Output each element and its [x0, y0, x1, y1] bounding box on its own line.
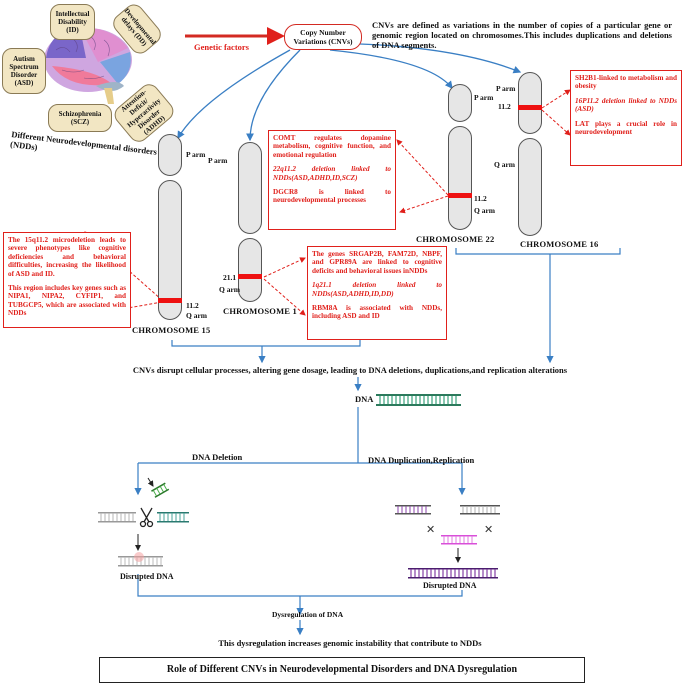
chromosome-15-q-arm — [158, 180, 182, 320]
c22-label: CHROMOSOME 22 — [416, 234, 495, 244]
chromosome-16-band — [518, 105, 542, 110]
c16-label: CHROMOSOME 16 — [520, 239, 599, 249]
cross-icon-2: ✕ — [484, 523, 493, 536]
instability-statement: This dysregulation increases genomic ins… — [218, 638, 482, 648]
duplication-label: DNA Duplication,Replication — [368, 455, 475, 465]
chromosome-1-band — [238, 274, 262, 279]
chromosome-22-p-arm — [448, 84, 472, 122]
disrupted-dna-left: Disrupted DNA — [120, 572, 174, 581]
chromosome-15-p-arm — [158, 134, 182, 176]
main-dna-graphic — [376, 394, 461, 406]
cnv-box-label: Copy Number Variations (CNVs) — [293, 28, 353, 46]
c16-leader-bottom — [541, 109, 571, 136]
box1-text-1: The genes SRGAP2B, FAM72D, NBPF, and GPR… — [312, 250, 442, 275]
chromosome-16-info-box: SH2B1-linked to metabolism and obesity 1… — [570, 70, 682, 166]
genetic-factors-label: Genetic factors — [194, 42, 249, 52]
chromosome-22-info-box: COMT regulates dopamine metabolism, cogn… — [268, 130, 396, 230]
c15-q-label: Q arm — [186, 311, 208, 320]
chromosome-22-q-arm — [448, 126, 472, 230]
box16-text-3: LAT plays a crucial role in neurodevelop… — [575, 119, 677, 137]
figure-title: Role of Different CNVs in Neurodevelopme… — [166, 664, 518, 675]
box1-text-3: RBM8A is associated with NDDs, including… — [312, 304, 442, 321]
figure-title-box: Role of Different CNVs in Neurodevelopme… — [99, 657, 585, 683]
c15-band-label: 11.2 — [186, 301, 199, 310]
c1-label: CHROMOSOME 1 — [223, 306, 297, 316]
scissors-icon — [139, 507, 154, 528]
dna-split-lines — [138, 407, 462, 464]
c16-band-label: 11.2 — [498, 102, 511, 111]
c1-p-label: P arm — [208, 156, 228, 165]
box22-text-1: COMT regulates dopamine metabolism, cogn… — [273, 134, 391, 159]
disrupt-statement: CNVs disrupt cellular processes, alterin… — [132, 365, 568, 375]
duplication-graphic: ✕ ✕ — [395, 505, 500, 579]
c22-p-label: P arm — [474, 93, 494, 102]
c16-p-label: P arm — [496, 84, 516, 93]
disorder-asd: Autism Spectrum Disorder (ASD) — [2, 48, 46, 94]
box15-text-1: The 15q11.2 microdeletion leads to sever… — [8, 236, 126, 278]
c16-leader-top — [541, 89, 571, 109]
box22-text-2: 22q11.2 deletion linked to NDDs(ASD,ADHD… — [273, 165, 391, 182]
chromosome-16-p-arm — [518, 72, 542, 134]
c15-label: CHROMOSOME 15 — [132, 325, 211, 335]
left-brace — [171, 340, 361, 347]
box1-text-2: 1q21.1 deletion linked to NDDs(ASD,ADHD,… — [312, 281, 442, 298]
chromosome-1-q-arm — [238, 238, 262, 302]
deletion-label: DNA Deletion — [192, 452, 243, 462]
c1-q-label: Q arm — [219, 285, 241, 294]
right-brace — [455, 248, 621, 255]
cnv-to-c22-arrow — [329, 49, 453, 90]
cnv-to-c15-arrow — [177, 49, 291, 140]
brain-illustration — [44, 27, 132, 104]
chromosome-16-q-arm — [518, 138, 542, 236]
chromosome-22-band — [448, 193, 472, 198]
chromosome-1-info-box: The genes SRGAP2B, FAM72D, NBPF, and GPR… — [307, 246, 447, 340]
c22-leader-bottom — [399, 195, 449, 214]
box22-text-3: DGCR8 is linked to neurodevelopmental pr… — [273, 188, 391, 205]
chromosome-15-band — [158, 298, 182, 303]
cross-icon-1: ✕ — [426, 523, 435, 536]
c1-band-label: 21.1 — [223, 273, 237, 282]
deletion-graphic — [98, 477, 189, 567]
dysregulation-label: Dysregulation of DNA — [272, 610, 344, 619]
c1-leader-top — [263, 257, 306, 278]
cnv-definition: CNVs are defined as variations in the nu… — [372, 20, 672, 50]
c22-q-label: Q arm — [474, 206, 496, 215]
disorder-scz: Schizophrenia (SCZ) — [48, 104, 112, 132]
c16-q-label: Q arm — [494, 160, 516, 169]
chromosome-1-p-arm — [238, 142, 262, 234]
c22-band-label: 11.2 — [474, 194, 487, 203]
cnv-to-c1-arrow — [246, 49, 301, 142]
box16-text-2: 16P11.2 deletion linked to NDDs (ASD) — [575, 96, 677, 114]
disorder-id: Intellectual Disability (ID) — [50, 4, 95, 40]
chromosome-15-info-box: The 15q11.2 microdeletion leads to sever… — [3, 232, 131, 328]
box16-text-1: SH2B1-linked to metabolism and obesity — [575, 74, 677, 91]
dna-label: DNA — [355, 394, 374, 404]
c15-p-label: P arm — [186, 150, 206, 159]
c1-leader-bottom — [263, 278, 306, 316]
disrupted-dna-right: Disrupted DNA — [423, 581, 477, 590]
box15-text-2: This region includes key genes such as N… — [8, 284, 126, 318]
cnv-box: Copy Number Variations (CNVs) — [284, 24, 362, 50]
c22-leader-top — [396, 139, 449, 196]
cnv-to-c16-arrow — [359, 43, 522, 74]
